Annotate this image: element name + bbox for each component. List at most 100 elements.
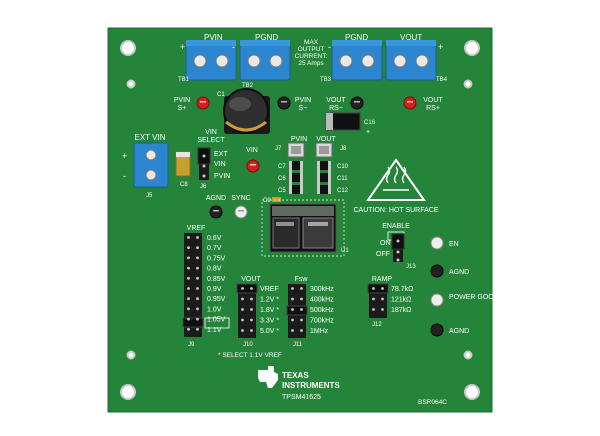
label-agnd-tp-3: AGND: [449, 328, 469, 335]
part-number: TPSM41625: [282, 394, 321, 401]
vout-option-0: VREF: [260, 286, 279, 293]
label-ext-vin-minus: -: [123, 171, 126, 181]
ramp-option-1: 121kΩ: [391, 297, 411, 304]
header-pin: [196, 256, 199, 260]
label-c12: C12: [337, 188, 349, 194]
label-vout-small: VOUT: [316, 136, 336, 143]
fsw-option-4: 1MHz: [310, 328, 329, 335]
header-pin: [196, 307, 199, 311]
header-pin: [196, 236, 199, 239]
label-tb2: TB2: [242, 83, 254, 89]
label-ext-vin: EXT VIN: [135, 133, 166, 142]
standoff-hole: [463, 79, 473, 89]
header-pin: [250, 329, 253, 332]
header-pin: [372, 308, 375, 311]
label-pvin-splus-1: PVIN: [174, 97, 190, 104]
header-pin: [187, 307, 190, 311]
label-agnd-tp: AGND: [206, 195, 226, 202]
mounting-hole-br: [464, 384, 480, 400]
ramp-option-2: 187kΩ: [391, 307, 411, 314]
label-ramp: RAMP: [372, 276, 393, 283]
vout-option-4: 5.0V *: [260, 328, 279, 335]
label-enable-off: OFF: [376, 251, 390, 258]
label-tb4: TB4: [436, 77, 448, 83]
label-j6: J6: [200, 184, 207, 190]
header-pin: [196, 297, 199, 301]
label-c16: C16: [364, 120, 376, 126]
terminal-block-pgnd-1: [239, 40, 291, 81]
header-pin: [300, 297, 303, 301]
vref-option-5: 0.9V: [207, 286, 222, 293]
header-pin: [291, 308, 294, 311]
label-sync-tp: SYNC: [231, 195, 250, 202]
header-pin: [187, 287, 190, 290]
label-c8: C8: [180, 182, 188, 188]
vin-select-pvin: PVIN: [214, 173, 230, 180]
header-pin: [291, 297, 294, 301]
header-pin: [372, 287, 375, 290]
brand-texas: TEXAS: [282, 371, 309, 380]
vref-option-4: 0.85V: [207, 276, 226, 283]
header-pin: [291, 318, 294, 322]
header-pin: [250, 308, 253, 311]
vout-option-2: 1.8V *: [260, 307, 279, 314]
label-pgnd-2: PGND: [345, 33, 368, 42]
vin-select-vin: VIN: [214, 161, 226, 168]
testpoint-vout-rsplus: [403, 96, 417, 110]
header-j9: [182, 233, 204, 337]
testpoint-pvin-sminus: [277, 96, 291, 110]
label-c11: C11: [337, 176, 348, 182]
label-enable-on: ON: [380, 240, 391, 247]
header-pin: [300, 329, 303, 332]
label-plus-vout: +: [438, 42, 443, 52]
label-pvin-sminus-1: PVIN: [295, 97, 311, 104]
header-pin: [187, 317, 190, 321]
header-pin: [187, 266, 190, 270]
header-pin: [241, 329, 244, 332]
mounting-hole-tl: [120, 40, 136, 56]
label-j8: J8: [340, 146, 347, 152]
header-pin: [381, 297, 384, 301]
header-pin: [241, 297, 244, 301]
label-fsw: Fsw: [295, 276, 309, 283]
vref-option-9: 1.1V: [207, 327, 222, 334]
label-minus-pgnd-2: -: [328, 42, 331, 52]
label-j9: J9: [188, 342, 195, 348]
footnote-select-vref: * SELECT 1.1V VREF: [218, 352, 282, 359]
capacitor-c8: [175, 151, 191, 177]
vin-select-ext: EXT: [214, 151, 228, 158]
label-pvin-sminus-2: S−: [299, 105, 308, 112]
label-minus-pgnd: -: [232, 42, 235, 52]
vout-option-1: 1.2V *: [260, 297, 279, 304]
label-vout-rsplus-2: RS+: [426, 105, 440, 112]
testpoint-agnd-3: [430, 323, 444, 337]
header-pin: [241, 318, 244, 322]
standoff-hole: [126, 350, 136, 360]
label-c6: C6: [278, 176, 286, 182]
brand-instruments: INSTRUMENTS: [282, 381, 340, 390]
terminal-block-pgnd-2: [331, 40, 383, 81]
fsw-option-3: 700kHz: [310, 318, 334, 325]
header-j12: [367, 283, 389, 318]
header-j6: [197, 147, 211, 180]
vref-option-8: 1.05V: [207, 317, 226, 324]
label-c9: C9: [263, 198, 271, 204]
capacitor-c9: [272, 197, 281, 202]
label-c1: C1: [217, 92, 225, 98]
connector-j7: [287, 142, 305, 158]
label-pvin: PVIN: [204, 33, 223, 42]
mounting-hole-tr: [464, 40, 480, 56]
header-pin: [241, 308, 244, 311]
header-pin: [187, 276, 190, 280]
header-pin: [372, 297, 375, 301]
ceramic-capacitors-input: [289, 161, 303, 194]
texas-instruments-logo-icon: [258, 366, 278, 388]
standoff-hole: [463, 350, 473, 360]
header-pin: [381, 308, 384, 311]
vref-option-0: 0.6V: [207, 235, 222, 242]
header-pin: [291, 287, 294, 290]
header-pin: [187, 246, 190, 250]
